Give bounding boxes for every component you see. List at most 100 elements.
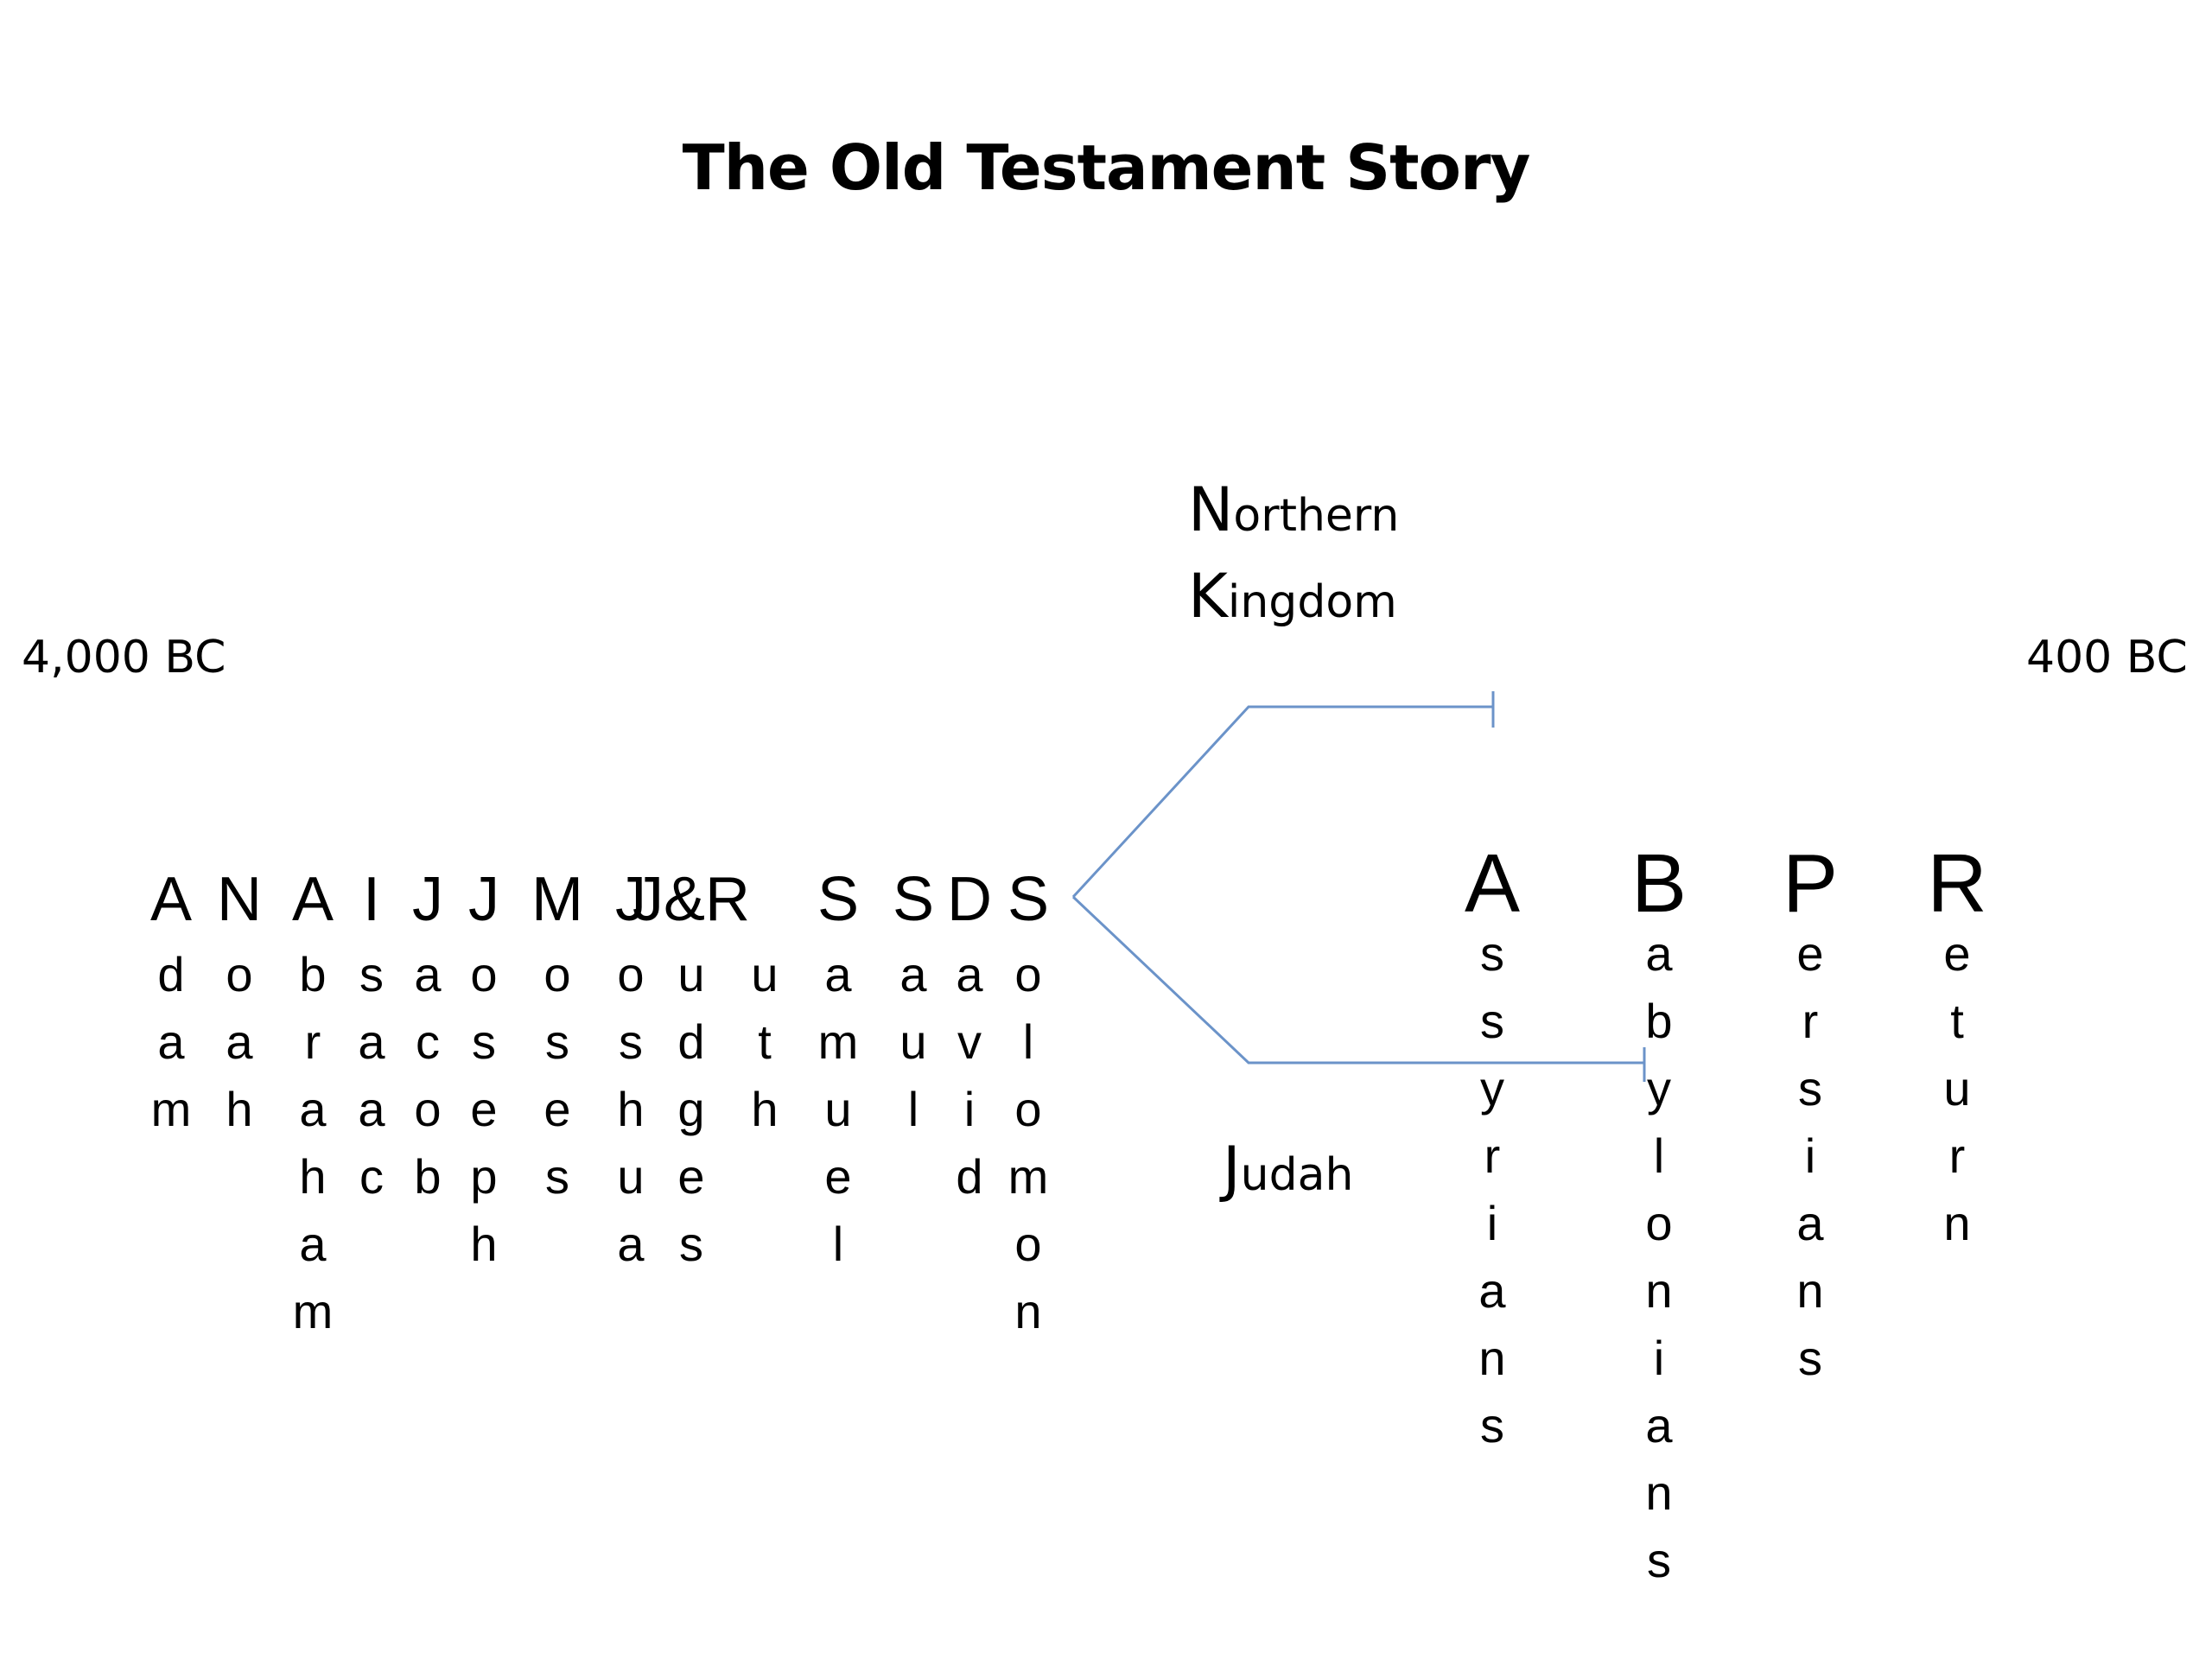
- figure-letter: h: [751, 1082, 779, 1136]
- empire-letter: a: [1645, 1398, 1673, 1452]
- figure-letter: g: [677, 1082, 705, 1136]
- figure-letter: s: [545, 1149, 569, 1204]
- empire-letter: s: [1798, 1331, 1822, 1385]
- empire-letter: a: [1478, 1263, 1506, 1318]
- figure-initial: J&R: [632, 865, 751, 934]
- figure-letter: a: [899, 947, 927, 1001]
- figure-letter: a: [299, 1082, 327, 1136]
- figure-letter: o: [617, 947, 645, 1001]
- figure-letter: a: [414, 947, 442, 1001]
- empire-letter: o: [1645, 1196, 1673, 1250]
- figure-letter: m: [1007, 1149, 1049, 1204]
- judah-initial: J: [1223, 1134, 1241, 1205]
- empire-letter: i: [1486, 1196, 1498, 1250]
- figure-letter: t: [758, 1014, 772, 1069]
- figure-letter: a: [358, 1014, 385, 1069]
- figure-letter: a: [226, 1014, 253, 1069]
- empire-initial: B: [1630, 837, 1688, 930]
- figure-letter: a: [358, 1082, 385, 1136]
- figure-initial: J: [412, 865, 443, 934]
- figure-letter: l: [907, 1082, 919, 1136]
- figure-letter: a: [299, 1217, 327, 1271]
- figure-letter: s: [545, 1014, 569, 1069]
- figure-initial: N: [217, 865, 262, 934]
- figure-letter: h: [470, 1217, 498, 1271]
- figure-letter: h: [226, 1082, 253, 1136]
- figure-letter: m: [817, 1014, 859, 1069]
- figure-letter: e: [470, 1082, 498, 1136]
- figure-letter: e: [543, 1082, 571, 1136]
- empire-letter: e: [1943, 926, 1971, 981]
- figure-initial: A: [291, 865, 334, 934]
- figure-letter: n: [1014, 1284, 1042, 1338]
- figure-letter: h: [617, 1082, 645, 1136]
- figure-initial: D: [947, 865, 992, 934]
- northern-rest: orthern: [1233, 490, 1400, 542]
- figure-letter: a: [824, 947, 852, 1001]
- empire-letter: a: [1796, 1196, 1824, 1250]
- figure-letter: a: [157, 1014, 185, 1069]
- empire-letter: a: [1645, 926, 1673, 981]
- empire-letter: y: [1480, 1061, 1504, 1116]
- diagram-title: The Old Testament Story: [682, 131, 1531, 204]
- empire-letter: u: [1943, 1061, 1971, 1116]
- empire-letter: n: [1478, 1331, 1506, 1385]
- judah-rest: udah: [1240, 1149, 1354, 1201]
- northern-kingdom-label-line1: Northern: [1188, 480, 1399, 540]
- figure-letter: c: [359, 1149, 384, 1204]
- figure-letter: o: [1014, 947, 1042, 1001]
- figure-letter: d: [677, 1014, 705, 1069]
- northern-branch-line: [1071, 705, 1493, 899]
- empire-letter: n: [1796, 1263, 1824, 1318]
- figure-letter: a: [617, 1217, 645, 1271]
- empire-letter: l: [1653, 1128, 1665, 1183]
- figure-letter: l: [1022, 1014, 1034, 1069]
- figure-initial: A: [149, 865, 193, 934]
- figure-letter: c: [416, 1014, 440, 1069]
- empire-letter: n: [1645, 1263, 1673, 1318]
- empire-letter: s: [1480, 926, 1504, 981]
- figure-letter: b: [414, 1149, 442, 1204]
- figure-initial: M: [531, 865, 583, 934]
- figure-letter: e: [824, 1149, 852, 1204]
- figure-letter: a: [956, 947, 983, 1001]
- figure-letter: r: [304, 1014, 321, 1069]
- kingdom-rest: ingdom: [1227, 576, 1397, 628]
- figure-letter: m: [292, 1284, 334, 1338]
- figure-letter: o: [414, 1082, 442, 1136]
- figure-letter: l: [832, 1217, 844, 1271]
- empire-letter: s: [1480, 1398, 1504, 1452]
- figure-letter: h: [299, 1149, 327, 1204]
- empire-initial: R: [1927, 837, 1987, 930]
- empire-letter: r: [1484, 1128, 1501, 1183]
- figure-letter: d: [956, 1149, 983, 1204]
- figure-letter: d: [157, 947, 185, 1001]
- figure-letter: u: [677, 947, 705, 1001]
